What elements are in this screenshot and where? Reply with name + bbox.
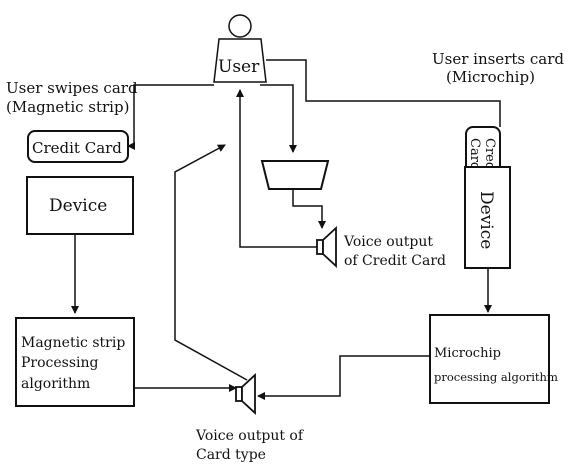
speaker-icon-card-type [235, 372, 256, 416]
left-caption-line2: (Magnetic strip) [6, 98, 129, 116]
left-credit-card-box [27, 130, 129, 163]
right-algorithm-box [429, 314, 550, 404]
right-device-label-group: Device [476, 191, 496, 249]
right-algo-line2: processing algorithm [434, 370, 558, 384]
voice-credit-line2: of Credit Card [344, 253, 446, 269]
arrow-reader-to-speaker [292, 189, 326, 229]
right-device-box [464, 166, 511, 269]
left-caption-line1: User swipes card [6, 79, 138, 97]
left-algo-line1: Magnetic strip [21, 335, 125, 351]
left-algo-line2: Processing [21, 355, 99, 371]
voice-credit-line1: Voice output [343, 234, 433, 250]
user-label: User [218, 57, 260, 77]
right-algo-line1: Microchip [434, 346, 501, 361]
right-card-label-line2: Card [467, 138, 482, 170]
right-device-label: Device [476, 191, 496, 249]
card-reader-icon [260, 160, 330, 190]
left-device-box [26, 176, 134, 235]
voice-type-line2: Card type [196, 447, 266, 463]
voice-type-line1: Voice output of [195, 428, 305, 444]
right-caption-line2: (Microchip) [446, 68, 535, 86]
arrow-user-to-reader [260, 84, 297, 153]
left-algo-line3: algorithm [21, 376, 90, 392]
right-caption-line1: User inserts card [432, 50, 564, 68]
connectors [71, 59, 501, 400]
arrow-voice-credit-to-user [236, 89, 322, 248]
line-user-to-right-card [266, 59, 501, 127]
arrow-right-algo-to-voice [257, 355, 430, 400]
left-algorithm-box [15, 317, 135, 407]
speaker-icon-credit-card [316, 225, 337, 269]
left-credit-card-label: Credit Card [32, 139, 122, 157]
user-icon [213, 14, 267, 83]
arrow-voice-type-to-user [174, 144, 248, 381]
arrow-user-to-left-card [127, 84, 214, 150]
left-device-label: Device [49, 196, 107, 216]
